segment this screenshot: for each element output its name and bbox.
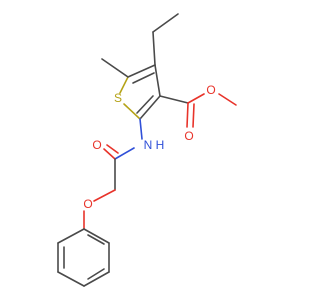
bond-ethyl-ch2-ch3: [152, 13, 179, 33]
bond-c5-methyl: [101, 58, 129, 78]
hydrogen-atom: H: [156, 138, 165, 152]
bond-ph-3-4: [83, 271, 110, 287]
oxygen-atom-ester-methoxy: O: [206, 83, 215, 97]
bond-c4-c3: [154, 64, 161, 97]
bond-ester-c-o-double: [186, 102, 189, 128]
bond-ester-c-o-double-2: [192, 103, 195, 128]
bond-ph-inner-1: [87, 234, 105, 245]
oxygen-atom-ether: O: [83, 197, 92, 211]
bond-ph-6-1: [57, 228, 85, 244]
bond-c3-ester-c: [159, 95, 189, 104]
bond-amide-c-o-double-2: [106, 144, 119, 154]
bond-ester-o-methyl: [218, 93, 237, 106]
oxygen-atom-ester-carbonyl: O: [184, 129, 193, 143]
bond-c3-c2-double: [136, 95, 154, 114]
bond-ph-inner-2: [87, 268, 105, 280]
bond-c5-c4: [127, 64, 156, 78]
bond-amide-c-o-double: [103, 148, 116, 160]
chemical-structure-diagram: S O O N H O O: [57, 13, 237, 287]
bond-ester-c-o-single: [187, 93, 205, 104]
bond-s-c5: [119, 76, 129, 94]
nitrogen-atom: N: [144, 138, 153, 152]
sulfur-atom: S: [114, 91, 122, 105]
bond-c3-c2: [139, 95, 161, 120]
oxygen-atom-amide: O: [92, 138, 101, 152]
bond-ph-4-5: [57, 271, 85, 287]
bond-n-c-amide: [114, 147, 135, 160]
bond-ph-1-2: [83, 228, 110, 244]
bond-c4-ethyl-ch2: [152, 31, 156, 66]
bond-c2-s: [123, 103, 141, 120]
bond-c2-n: [139, 118, 143, 140]
bond-ch2-o-ether: [93, 189, 116, 202]
bond-c5-c4-double: [132, 72, 155, 84]
